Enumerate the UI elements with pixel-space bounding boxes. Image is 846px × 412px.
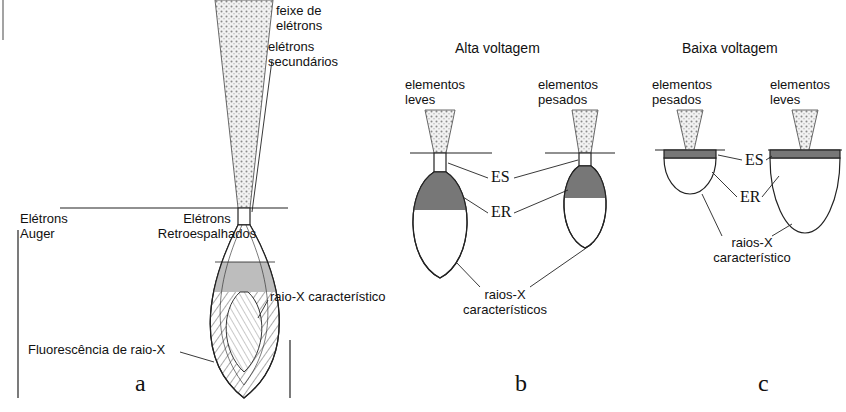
panel-letter: b xyxy=(515,370,527,398)
column-label: elementos pesados xyxy=(652,78,726,108)
callout-label: ER xyxy=(491,203,511,221)
callout-label: ES xyxy=(491,168,510,186)
callout-label: raios-X característico xyxy=(703,236,801,266)
panel-a-drawing xyxy=(3,0,295,398)
callout-label: Fluorescência de raio-X xyxy=(28,343,165,358)
column-label: elementos leves xyxy=(405,78,477,108)
callout-label: ER xyxy=(740,188,760,206)
panel-c-drawing xyxy=(655,110,842,236)
column-label: elementos leves xyxy=(770,78,842,108)
column-label: elementos pesados xyxy=(538,78,612,108)
panel-title: Alta voltagem xyxy=(455,40,540,56)
callout-label: Elétrons Auger xyxy=(20,212,84,242)
callout-label: raios-X característicos xyxy=(452,288,558,318)
callout-label: elétrons secundários xyxy=(268,40,354,70)
panel-title: Baixa voltagem xyxy=(682,40,778,56)
panel-letter: c xyxy=(758,370,769,398)
callout-label: Elétrons Retroespalhados xyxy=(150,212,264,242)
panel-b-drawing xyxy=(400,110,620,287)
panel-letter: a xyxy=(135,370,146,398)
beam-label: feixe de elétrons xyxy=(276,4,340,34)
callout-label: raio-X característico xyxy=(270,290,386,305)
callout-label: ES xyxy=(745,151,764,169)
